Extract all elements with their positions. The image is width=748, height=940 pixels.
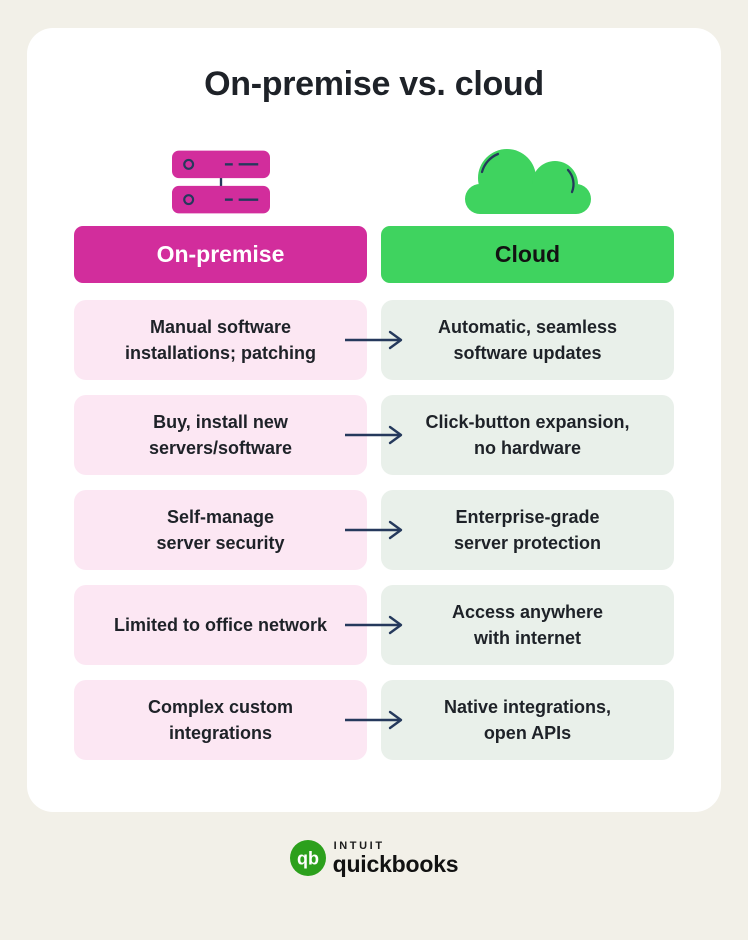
column-header-cloud: Cloud <box>381 226 674 283</box>
intuit-wordmark: INTUIT <box>333 840 385 852</box>
arrow-right-icon <box>345 330 403 350</box>
arrow-right-icon <box>345 520 403 540</box>
column-gap <box>367 226 381 283</box>
cloud-item-text: Access anywhere with internet <box>451 601 604 648</box>
comparison-row-4: Limited to office network Access anywher… <box>74 585 674 665</box>
infographic-card: On-premise vs. cloud <box>27 28 721 812</box>
quickbooks-logo-icon: qb <box>289 840 326 877</box>
arrow-right-icon <box>345 615 403 635</box>
onpremise-item: Buy, install new servers/software <box>74 395 367 475</box>
onpremise-item-text: Limited to office network <box>113 614 327 635</box>
onpremise-item-text: Buy, install new servers/software <box>148 411 293 458</box>
onpremise-icon-cell <box>74 150 367 214</box>
comparison-row-3: Self-manage server security Enterprise-g… <box>74 490 674 570</box>
onpremise-item: Complex custom integrations <box>74 680 367 760</box>
comparison-row-1: Manual software installations; patching … <box>74 300 674 380</box>
onpremise-item-text: Manual software installations; patching <box>124 316 316 363</box>
page-title: On-premise vs. cloud <box>204 65 544 103</box>
footer-logo: qb INTUIT quickbooks <box>0 840 748 876</box>
quickbooks-wordmark: quickbooks <box>332 851 459 878</box>
arrow-right-icon <box>345 425 403 445</box>
cloud-item-text: Click-button expansion, no hardware <box>425 411 630 458</box>
column-headers: On-premise Cloud <box>74 226 674 283</box>
onpremise-item: Limited to office network <box>74 585 367 665</box>
cloud-icon <box>464 149 591 214</box>
server-icon <box>171 150 270 214</box>
cloud-item: Access anywhere with internet <box>381 585 674 665</box>
cloud-item-text: Automatic, seamless software updates <box>437 316 618 363</box>
cloud-item: Click-button expansion, no hardware <box>381 395 674 475</box>
cloud-item-text: Enterprise-grade server protection <box>453 506 602 553</box>
comparison-row-5: Complex custom integrations Native integ… <box>74 680 674 760</box>
onpremise-item-text: Complex custom integrations <box>147 696 294 743</box>
quickbooks-monogram: qb <box>297 849 319 869</box>
onpremise-item: Manual software installations; patching <box>74 300 367 380</box>
brand-wordmark: INTUIT quickbooks <box>333 840 459 876</box>
cloud-item-text: Native integrations, open APIs <box>443 696 612 743</box>
onpremise-item: Self-manage server security <box>74 490 367 570</box>
arrow-right-icon <box>345 710 403 730</box>
comparison-rows: Manual software installations; patching … <box>74 300 674 760</box>
onpremise-item-text: Self-manage server security <box>156 506 285 553</box>
cloud-item: Enterprise-grade server protection <box>381 490 674 570</box>
cloud-icon-cell <box>381 144 674 214</box>
cloud-item: Native integrations, open APIs <box>381 680 674 760</box>
comparison-row-2: Buy, install new servers/software Click-… <box>74 395 674 475</box>
cloud-item: Automatic, seamless software updates <box>381 300 674 380</box>
column-header-onpremise: On-premise <box>74 226 367 283</box>
column-icons <box>74 144 674 214</box>
